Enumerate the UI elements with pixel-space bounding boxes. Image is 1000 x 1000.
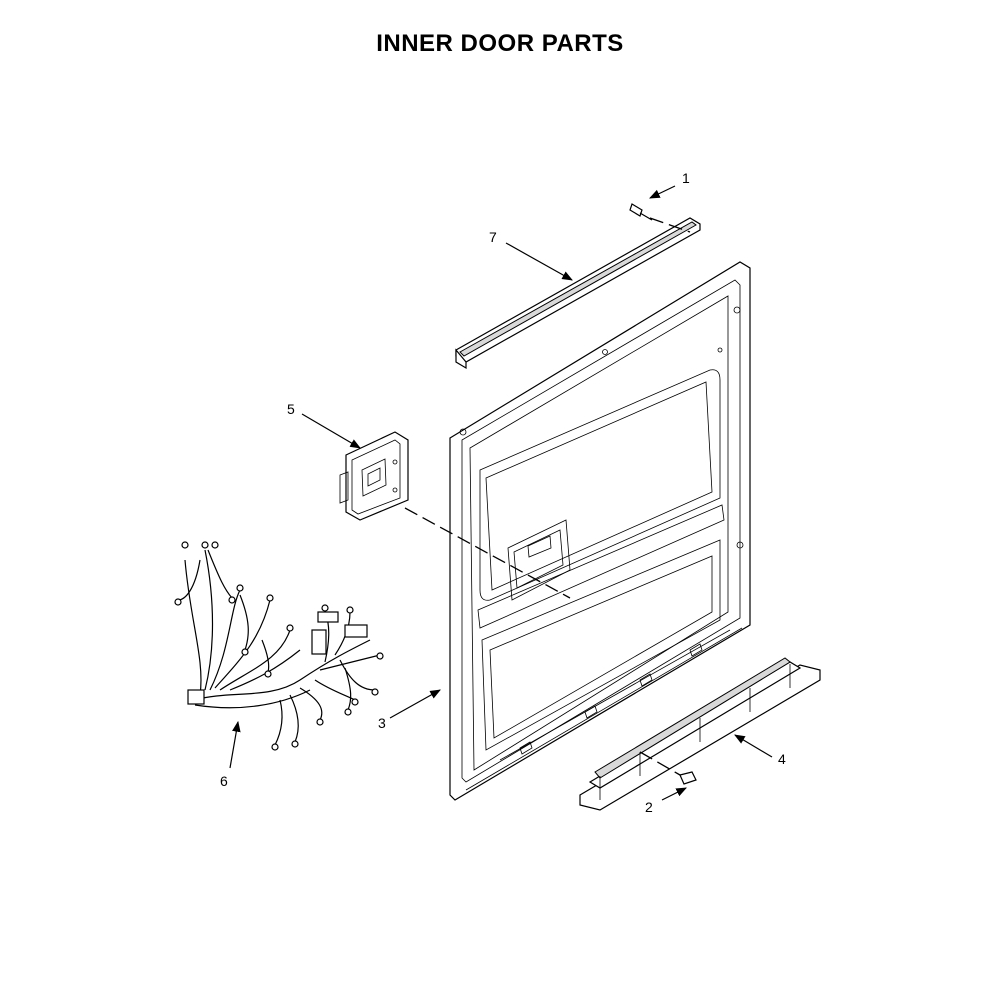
callout-leader-2 (661, 787, 687, 801)
screw-top (629, 203, 691, 233)
callout-7: 7 (489, 229, 497, 245)
callout-leader-4 (734, 734, 773, 758)
callout-leader-7 (505, 242, 573, 281)
screw-bottom (639, 751, 697, 785)
callout-leader-3 (389, 689, 441, 719)
bottom-rail-bracket (579, 657, 821, 811)
callout-2: 2 (645, 799, 653, 815)
door-top-channel (455, 217, 701, 370)
alignment-line-control (404, 507, 571, 599)
callout-leader-1 (649, 185, 676, 199)
callout-leader-6 (229, 720, 241, 769)
callout-6: 6 (220, 773, 228, 789)
callout-1: 1 (682, 170, 690, 186)
page-title: INNER DOOR PARTS (376, 30, 624, 57)
control-module (339, 431, 409, 521)
wire-harness (174, 541, 384, 751)
callout-3: 3 (378, 715, 386, 731)
callout-4: 4 (778, 751, 786, 767)
callout-5: 5 (287, 401, 295, 417)
inner-door-panel (449, 261, 751, 801)
callout-leader-5 (301, 413, 361, 449)
